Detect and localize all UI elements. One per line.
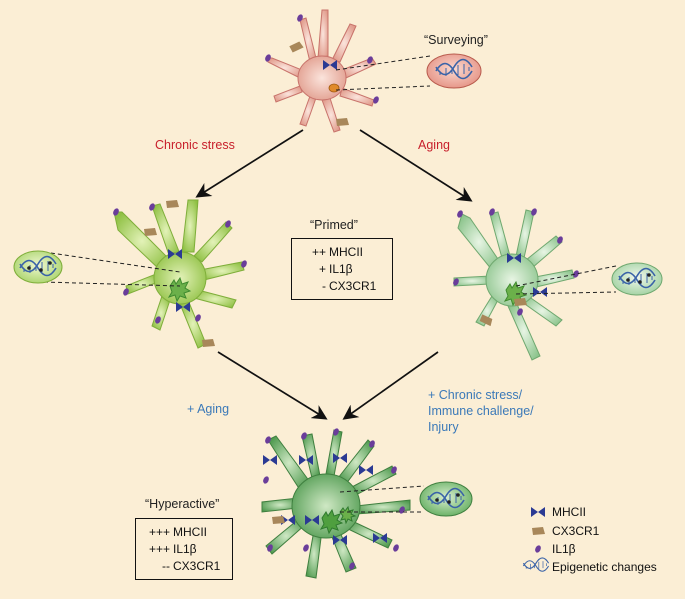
- surveying-microglia: [264, 9, 482, 133]
- arrow-plus-stress: [342, 351, 439, 420]
- hyperactive-marker-row: +++MHCII: [146, 524, 224, 541]
- plus-stress-label: + Chronic stress/ Immune challenge/ Inju…: [428, 387, 534, 435]
- plus-aging-label: + Aging: [187, 402, 230, 416]
- hyperactive-label: “Hyperactive”: [145, 497, 220, 511]
- arrow-plus-aging: [217, 351, 328, 420]
- plus-stress-line: Immune challenge/: [428, 404, 534, 418]
- arrow-chronic-stress: [195, 129, 304, 198]
- plus-stress-line: Injury: [428, 420, 459, 434]
- marker-level: ++: [311, 245, 326, 259]
- marker-name: MHCII: [329, 245, 363, 259]
- legend-icons: [522, 507, 550, 572]
- primed-marker-box: ++MHCII +IL1β -CX3CR1: [291, 238, 393, 300]
- marker-name: CX3CR1: [329, 279, 377, 293]
- primed-microglia-left: [13, 199, 248, 349]
- primed-label: “Primed”: [310, 218, 358, 232]
- primed-nucleus-icon: [167, 276, 192, 303]
- hyperactive-marker-row: --CX3CR1: [146, 558, 224, 575]
- hyperactive-nucleus-icon: [319, 505, 357, 535]
- arrow-aging: [359, 129, 473, 202]
- marker-name: CX3CR1: [173, 559, 221, 573]
- plus-stress-line: + Chronic stress/: [428, 388, 523, 402]
- marker-name: IL1β: [329, 262, 353, 276]
- cx3cr1-icon: [532, 527, 545, 535]
- dna-icon: [522, 557, 550, 572]
- transition-arrows: [195, 129, 473, 420]
- legend-il1b: IL1β: [552, 542, 576, 556]
- primed-microglia-right: [452, 207, 663, 361]
- marker-level: +: [318, 262, 326, 276]
- marker-level: --: [162, 559, 170, 573]
- marker-name: IL1β: [173, 542, 197, 556]
- marker-name: MHCII: [173, 525, 207, 539]
- primed-marker-row: -CX3CR1: [302, 278, 384, 295]
- hyperactive-microglia: [261, 427, 473, 579]
- legend-epigenetic: Epigenetic changes: [552, 560, 657, 574]
- aging-label: Aging: [418, 138, 450, 152]
- marker-level: -: [322, 279, 326, 293]
- surveying-label: “Surveying”: [424, 33, 488, 47]
- chronic-stress-label: Chronic stress: [155, 138, 235, 152]
- legend-cx3cr1: CX3CR1: [552, 524, 600, 538]
- marker-level: +++: [148, 542, 170, 556]
- il1b-icon: [534, 544, 542, 554]
- hyperactive-marker-box: +++MHCII +++IL1β --CX3CR1: [135, 518, 233, 580]
- legend-mhcii: MHCII: [552, 505, 586, 519]
- primed-marker-row: ++MHCII: [302, 244, 384, 261]
- surveying-nucleus-icon: [328, 83, 340, 93]
- mhcii-icon: [531, 507, 545, 517]
- hyperactive-marker-row: +++IL1β: [146, 541, 224, 558]
- primed-marker-row: +IL1β: [302, 261, 384, 278]
- marker-level: +++: [148, 525, 170, 539]
